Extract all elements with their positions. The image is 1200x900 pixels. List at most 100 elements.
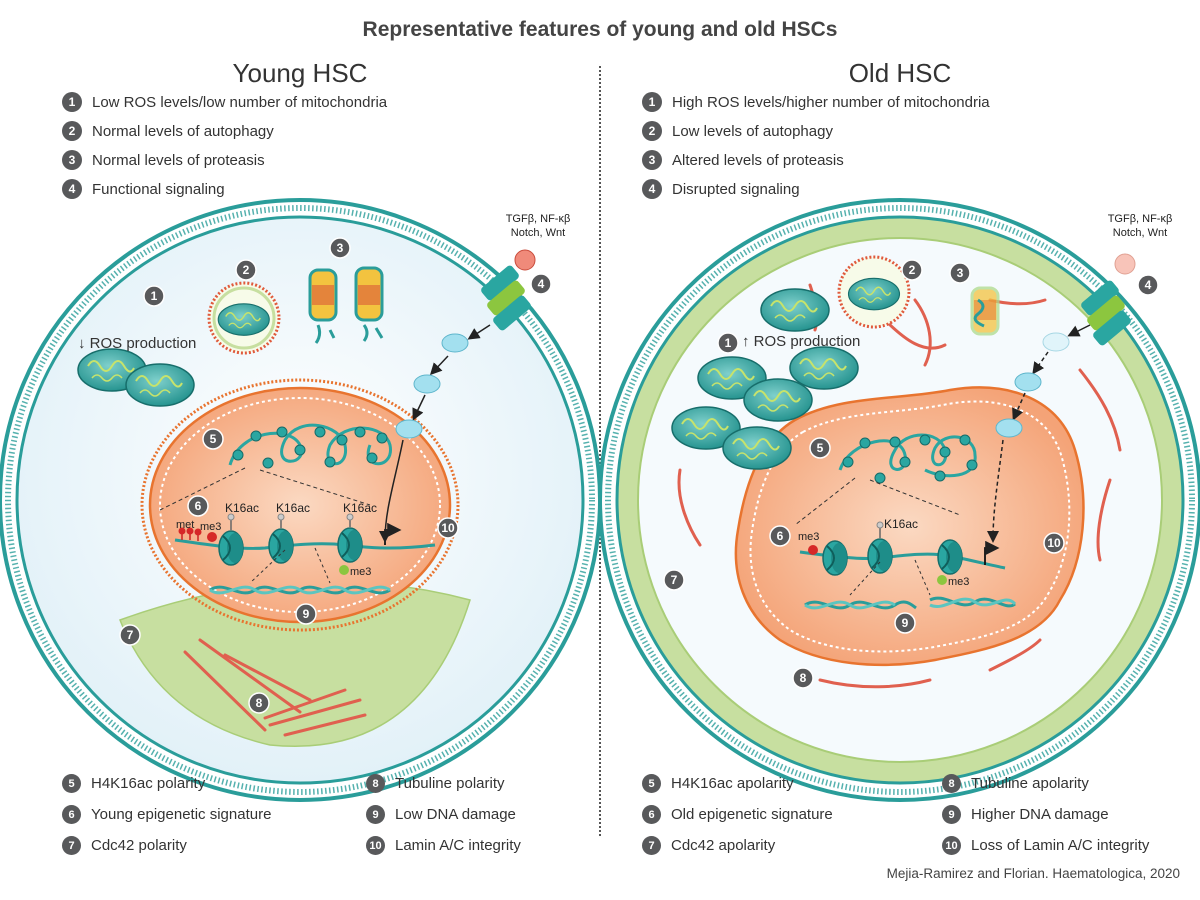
feature-text: Old epigenetic signature (671, 806, 833, 823)
svg-text:1: 1 (151, 289, 158, 303)
young-marker-6: 6 (187, 495, 209, 517)
marker-icon: 2 (62, 121, 82, 141)
young-me3-mark (339, 565, 349, 575)
signal-molecule (441, 333, 469, 353)
signal-molecule (413, 374, 441, 394)
young-cell: K16ac K16ac K16ac met me3 me3 (0, 198, 602, 802)
feature-text: Cdc42 apolarity (671, 837, 776, 854)
old-mitochondrion (722, 426, 792, 470)
old-feature-4: 4 Disrupted signaling (642, 179, 990, 199)
young-marker-10: 10 (437, 517, 459, 539)
young-marker-1: 1 (143, 285, 165, 307)
old-marker-6: 6 (769, 525, 791, 547)
svg-text:4: 4 (1145, 278, 1152, 292)
old-marker-1: 1 (717, 332, 739, 354)
marker-icon: 8 (942, 774, 961, 793)
svg-text:9: 9 (902, 616, 909, 630)
marker-icon: 3 (642, 150, 662, 170)
old-tubulin (677, 283, 1122, 689)
marker-icon: 4 (642, 179, 662, 199)
young-marker-9: 9 (295, 603, 317, 625)
young-nuclear-envelope (140, 378, 460, 632)
young-ros-label: ↓ ROS production (78, 335, 196, 352)
old-marker-5: 5 (809, 437, 831, 459)
old-marker-4: 4 (1137, 274, 1159, 296)
svg-text:8: 8 (800, 671, 807, 685)
signal-label: Notch, Wnt (1113, 227, 1167, 239)
old-mitochondrion (789, 346, 859, 390)
feature-text: H4K16ac apolarity (671, 775, 794, 792)
marker-icon: 5 (62, 774, 81, 793)
feature-text: Tubuline polarity (395, 775, 505, 792)
marker-icon: 5 (642, 774, 661, 793)
old-cell: K16ac me3 me3 (598, 198, 1200, 802)
svg-text:9: 9 (303, 607, 310, 621)
signal-molecule (1042, 332, 1070, 352)
signal-label: TGFβ, NF-κβ (1108, 213, 1173, 225)
old-receptor (1081, 253, 1136, 346)
signal-molecule (995, 418, 1023, 438)
young-marker-3: 3 (329, 237, 351, 259)
old-dna-helix (804, 596, 1017, 610)
feature-text: Lamin A/C integrity (395, 837, 521, 854)
young-feature-2: 2 Normal levels of autophagy (62, 121, 387, 141)
old-marker-10: 10 (1043, 532, 1065, 554)
old-marker-3: 3 (949, 262, 971, 284)
feature-text: Loss of Lamin A/C integrity (971, 837, 1150, 854)
old-feature-8: 8 Tubuline apolarity (942, 774, 1149, 793)
svg-text:2: 2 (909, 263, 916, 277)
svg-text:4: 4 (538, 277, 545, 291)
svg-text:8: 8 (256, 696, 263, 710)
marker-icon: 10 (366, 836, 385, 855)
marker-icon: 9 (366, 805, 385, 824)
panel-divider (599, 66, 601, 836)
old-lamin (749, 400, 1071, 653)
feature-text: Disrupted signaling (672, 180, 800, 198)
me3-label: me3 (200, 521, 221, 533)
feature-text: Normal levels of autophagy (92, 122, 274, 140)
old-marker-8: 8 (792, 667, 814, 689)
svg-text:2: 2 (243, 263, 250, 277)
signal-molecule (395, 419, 423, 439)
feature-text: Normal levels of proteasis (92, 151, 265, 169)
young-marker-4: 4 (530, 273, 552, 295)
signal-molecule (1014, 372, 1042, 392)
svg-text:10: 10 (441, 521, 455, 535)
figure-title: Representative features of young and old… (362, 18, 838, 41)
k16ac-label: K16ac (225, 501, 259, 515)
old-feature-5: 5 H4K16ac apolarity (642, 774, 833, 793)
svg-text:6: 6 (777, 529, 784, 543)
svg-text:1: 1 (725, 336, 732, 350)
old-chromatin (838, 433, 978, 484)
feature-text: Low levels of autophagy (672, 122, 833, 140)
young-receptor (481, 249, 536, 331)
feature-text: High ROS levels/higher number of mitocho… (672, 93, 990, 111)
credit-text: Mejia-Ramirez and Florian. Haematologica… (886, 866, 1180, 881)
old-marker-2: 2 (901, 259, 923, 281)
old-proteasome (970, 286, 1000, 336)
old-me3-mark (808, 545, 818, 555)
signal-label: TGFβ, NF-κβ (506, 213, 571, 225)
old-marker-7: 7 (663, 569, 685, 591)
young-dna-helix (209, 585, 391, 595)
feature-text: Low ROS levels/low number of mitochondri… (92, 93, 388, 111)
old-ros-label: ↑ ROS production (742, 333, 860, 350)
old-me3-mark (937, 575, 947, 585)
young-chromatin (228, 423, 392, 469)
feature-text: Tubuline apolarity (971, 775, 1089, 792)
young-mitochondrion (125, 363, 195, 407)
